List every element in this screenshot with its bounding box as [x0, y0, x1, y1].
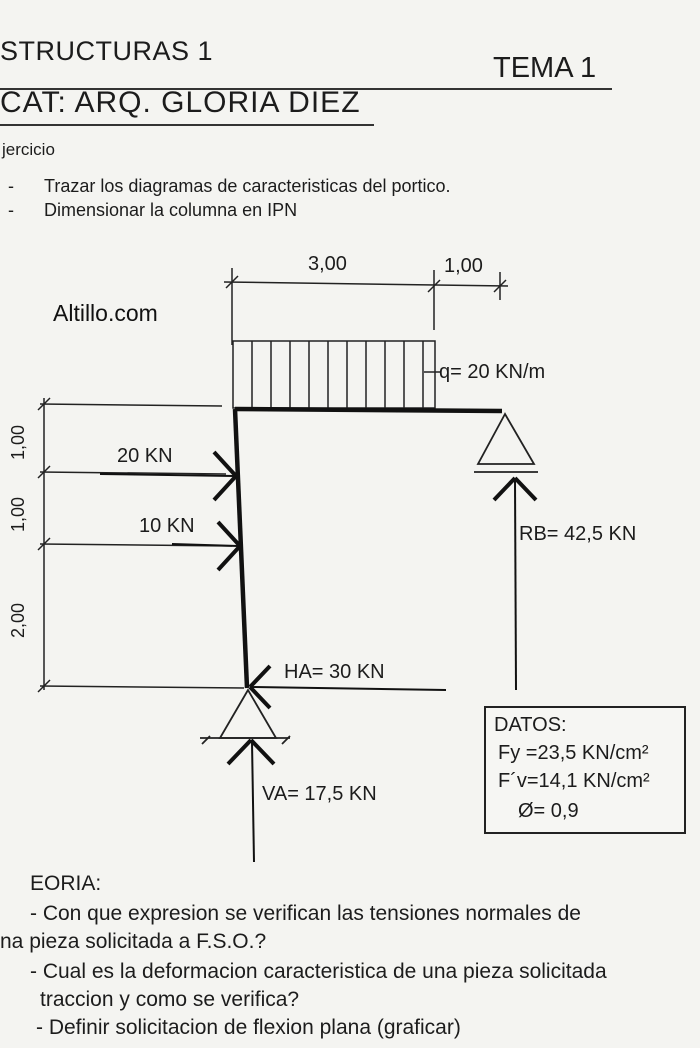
datos-box: DATOS: Fy =23,5 KN/cm² F´v=14,1 KN/cm² Ø…	[484, 706, 686, 834]
span-left-label: 3,00	[308, 253, 347, 275]
teoria-question-line: na pieza solicitada a F.S.O.?	[0, 930, 267, 953]
span-right-label: 1,00	[444, 255, 483, 277]
reaction-b-arrow	[492, 476, 538, 691]
topic-title: TEMA 1	[493, 52, 597, 84]
support-b-icon	[474, 412, 538, 473]
height-3-label: 2,00	[8, 603, 28, 638]
force-10kn-arrow	[171, 520, 242, 572]
reaction-b-label: RB= 42,5 KN	[519, 523, 636, 545]
task-item: - Dimensionar la columna en IPN	[8, 200, 298, 221]
reaction-va-arrow	[226, 738, 276, 863]
header-underline	[0, 88, 612, 90]
distributed-load	[232, 340, 440, 409]
bullet-dash: -	[8, 200, 14, 220]
frame	[232, 406, 503, 689]
force-20kn-arrow	[99, 450, 238, 502]
top-dimension	[223, 268, 509, 345]
teoria-question-line: traccion y como se verifica?	[40, 988, 300, 1011]
exercise-label: jercicio	[2, 140, 55, 159]
task-text: Dimensionar la columna en IPN	[44, 200, 298, 220]
watermark: Altillo.com	[53, 300, 158, 326]
teoria-question-line: - Definir solicitacion de flexion plana …	[36, 1016, 461, 1039]
task-text: Trazar los diagramas de caracteristicas …	[44, 176, 451, 196]
datos-fv: F´v=14,1 KN/cm²	[498, 770, 650, 792]
reaction-ha-label: HA= 30 KN	[284, 661, 385, 683]
chair-underline	[0, 124, 374, 126]
datos-title: DATOS:	[494, 714, 567, 736]
bullet-dash: -	[8, 176, 14, 196]
teoria-title: EORIA:	[30, 872, 102, 895]
support-a-icon	[200, 688, 291, 745]
height-2-label: 1,00	[8, 497, 28, 532]
force-20kn-label: 20 KN	[117, 445, 173, 467]
force-10kn-label: 10 KN	[139, 515, 195, 537]
task-item: - Trazar los diagramas de caracteristica…	[8, 176, 451, 197]
left-dimension	[37, 397, 245, 693]
load-q-label: q= 20 KN/m	[439, 361, 545, 383]
datos-phi: Ø= 0,9	[518, 800, 579, 822]
teoria-question-line: - Con que expresion se verifican las ten…	[30, 902, 581, 925]
height-1-label: 1,00	[8, 425, 28, 460]
course-title: STRUCTURAS 1	[0, 36, 214, 66]
chair-title: CAT: ARQ. GLORIA DIEZ	[0, 86, 361, 119]
reaction-ha-arrow	[248, 664, 447, 710]
teoria-question-line: - Cual es la deformacion caracteristica …	[30, 960, 607, 983]
reaction-va-label: VA= 17,5 KN	[262, 783, 377, 805]
datos-fy: Fy =23,5 KN/cm²	[498, 742, 649, 764]
